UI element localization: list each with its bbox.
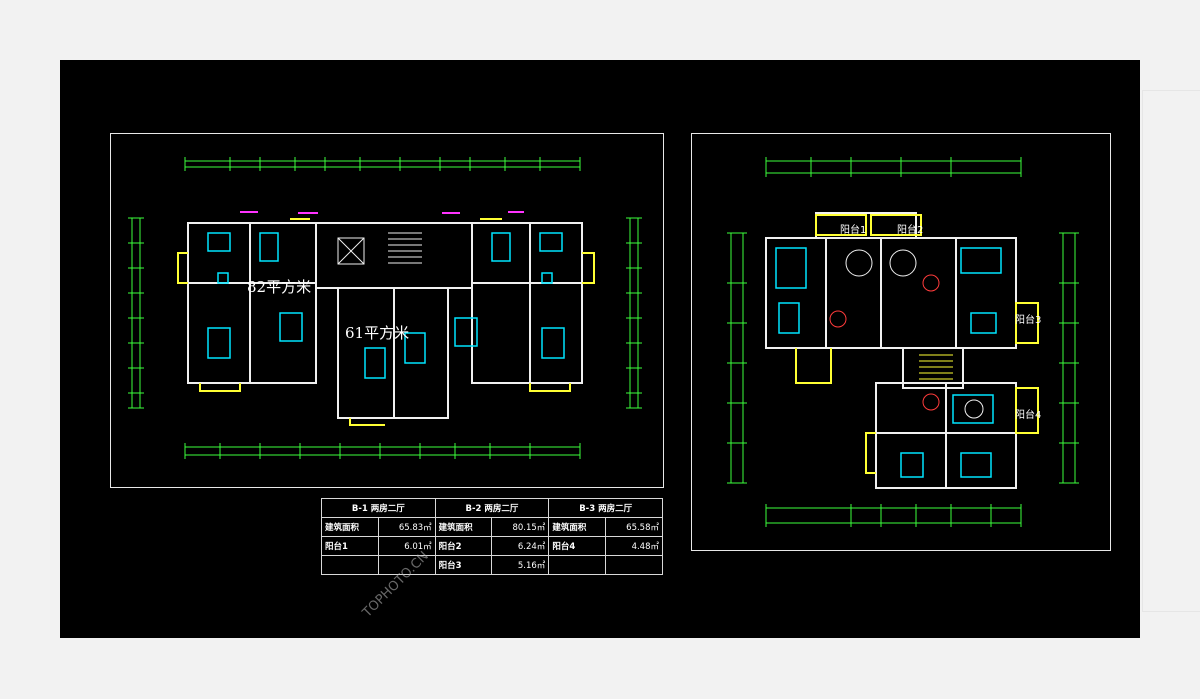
balcony-3-label: 阳台3 xyxy=(1015,315,1042,326)
table-cell: 建筑面积 xyxy=(434,517,493,537)
ghost-sheet xyxy=(1142,90,1200,612)
balcony-2-label: 阳台2 xyxy=(897,225,924,236)
table-cell xyxy=(548,555,607,575)
table-header: B-3 两房二厅 xyxy=(548,498,663,518)
table-cell: 阳台2 xyxy=(434,536,493,556)
table-cell: 4.48㎡ xyxy=(605,536,663,556)
table-row: 阳台3 5.16㎡ xyxy=(321,555,663,575)
area-label-82: 82平方米 xyxy=(247,278,312,296)
left-floor-plan xyxy=(128,157,642,459)
table-cell: 65.83㎡ xyxy=(377,517,436,537)
area-table: B-1 两房二厅 B-2 两房二厅 B-3 两房二厅 建筑面积 65.83㎡ 建… xyxy=(321,498,663,575)
table-header: B-2 两房二厅 xyxy=(434,498,550,518)
table-cell: 6.24㎡ xyxy=(491,536,550,556)
balcony-1-label: 阳台1 xyxy=(840,225,867,236)
table-cell: 建筑面积 xyxy=(548,517,607,537)
table-row: 阳台1 6.01㎡ 阳台2 6.24㎡ 阳台4 4.48㎡ xyxy=(321,536,663,556)
table-cell: 阳台4 xyxy=(548,536,607,556)
left-plan-frame xyxy=(110,133,664,488)
table-cell: 5.16㎡ xyxy=(491,555,550,575)
table-header-row: B-1 两房二厅 B-2 两房二厅 B-3 两房二厅 xyxy=(321,498,663,518)
table-cell: 65.58㎡ xyxy=(605,517,663,537)
table-cell: 建筑面积 xyxy=(321,517,379,537)
table-cell xyxy=(605,555,663,575)
table-header: B-1 两房二厅 xyxy=(321,498,436,518)
table-row: 建筑面积 65.83㎡ 建筑面积 80.15㎡ 建筑面积 65.58㎡ xyxy=(321,517,663,537)
balcony-4-label: 阳台4 xyxy=(1015,410,1042,421)
right-floor-plan xyxy=(727,157,1079,527)
table-cell: 阳台3 xyxy=(434,555,493,575)
table-cell: 80.15㎡ xyxy=(491,517,550,537)
table-cell: 阳台1 xyxy=(321,536,379,556)
right-plan-frame xyxy=(691,133,1111,551)
area-label-61: 61平方米 xyxy=(345,324,410,342)
table-cell xyxy=(321,555,379,575)
